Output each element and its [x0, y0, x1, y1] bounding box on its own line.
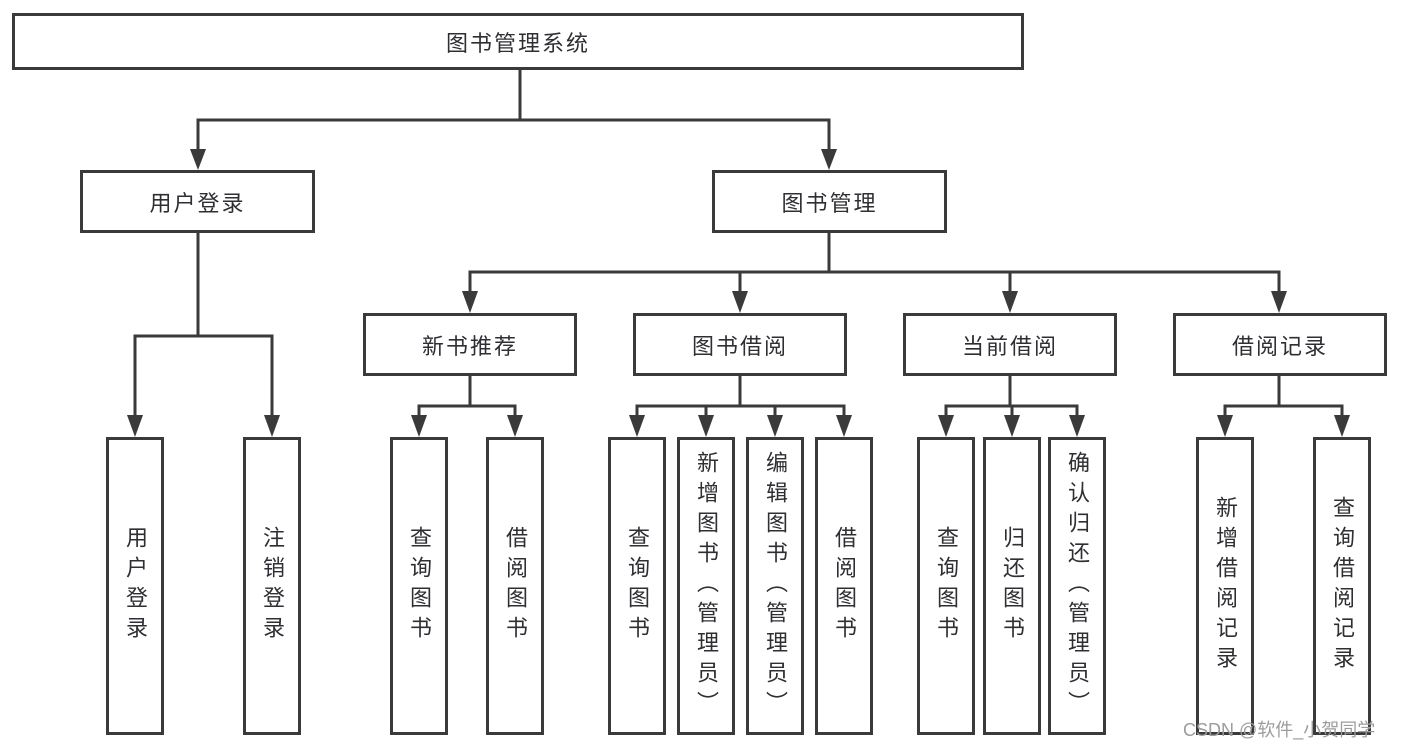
- leaf-current-query-books: 查询图书: [917, 437, 975, 735]
- leaf-borrow-borrow-books-label: 借阅图书: [832, 526, 857, 646]
- leaf-current-return-books-label: 归还图书: [1000, 526, 1025, 646]
- node-current-borrowing: 当前借阅: [903, 313, 1117, 376]
- connector-borrowing-records-branch: [1217, 375, 1350, 437]
- leaf-borrow-query-books-label: 查询图书: [625, 526, 650, 646]
- leaf-newrec-borrow-books: 借阅图书: [486, 437, 544, 735]
- node-book-management: 图书管理: [712, 170, 947, 233]
- leaf-borrow-add-books-admin-label: 新增图书（管理员）: [694, 451, 719, 721]
- leaf-newrec-borrow-books-label: 借阅图书: [503, 526, 528, 646]
- leaf-logout-label: 注销登录: [260, 526, 285, 646]
- connector-current-borrowing-branch: [938, 375, 1085, 437]
- leaf-borrow-edit-books-admin: 编辑图书（管理员）: [746, 437, 804, 735]
- leaf-newrec-query-books: 查询图书: [390, 437, 448, 735]
- csdn-watermark: CSDN @软件_小贺同学: [1183, 720, 1376, 740]
- leaf-newrec-query-books-label: 查询图书: [407, 526, 432, 646]
- node-new-book-recommend-label: 新书推荐: [421, 333, 518, 359]
- leaf-records-query-record: 查询借阅记录: [1313, 437, 1371, 735]
- node-library-system-label: 图书管理系统: [445, 30, 590, 56]
- leaf-borrow-borrow-books: 借阅图书: [815, 437, 873, 735]
- connector-new-book-recommend-branch: [411, 375, 523, 437]
- leaf-records-add-record: 新增借阅记录: [1196, 437, 1254, 735]
- leaf-user-login: 用户登录: [106, 437, 164, 735]
- node-new-book-recommend: 新书推荐: [363, 313, 577, 376]
- leaf-borrow-edit-books-admin-label: 编辑图书（管理员）: [763, 451, 788, 721]
- node-library-system: 图书管理系统: [12, 13, 1024, 70]
- leaf-current-query-books-label: 查询图书: [934, 526, 959, 646]
- connector-root-to-level2: [190, 68, 837, 170]
- leaf-user-login-label: 用户登录: [123, 526, 148, 646]
- leaf-records-query-record-label: 查询借阅记录: [1330, 496, 1355, 676]
- node-user-login: 用户登录: [80, 170, 315, 233]
- leaf-current-return-books: 归还图书: [983, 437, 1041, 735]
- node-borrowing-records: 借阅记录: [1173, 313, 1387, 376]
- node-user-login-label: 用户登录: [149, 190, 246, 216]
- leaf-logout: 注销登录: [243, 437, 301, 735]
- node-current-borrowing-label: 当前借阅: [961, 333, 1058, 359]
- leaf-records-add-record-label: 新增借阅记录: [1213, 496, 1238, 676]
- leaf-current-confirm-return-admin-label: 确认归还（管理员）: [1065, 451, 1090, 721]
- leaf-borrow-query-books: 查询图书: [608, 437, 666, 735]
- connector-book-borrowing-branch: [629, 375, 852, 437]
- leaf-current-confirm-return-admin: 确认归还（管理员）: [1048, 437, 1106, 735]
- node-borrowing-records-label: 借阅记录: [1231, 333, 1328, 359]
- leaf-borrow-add-books-admin: 新增图书（管理员）: [677, 437, 735, 735]
- connector-user-login-branch: [127, 232, 280, 437]
- node-book-borrowing: 图书借阅: [633, 313, 847, 376]
- node-book-borrowing-label: 图书借阅: [691, 333, 788, 359]
- node-book-management-label: 图书管理: [781, 190, 878, 216]
- connector-book-mgmt-to-level3: [462, 232, 1287, 313]
